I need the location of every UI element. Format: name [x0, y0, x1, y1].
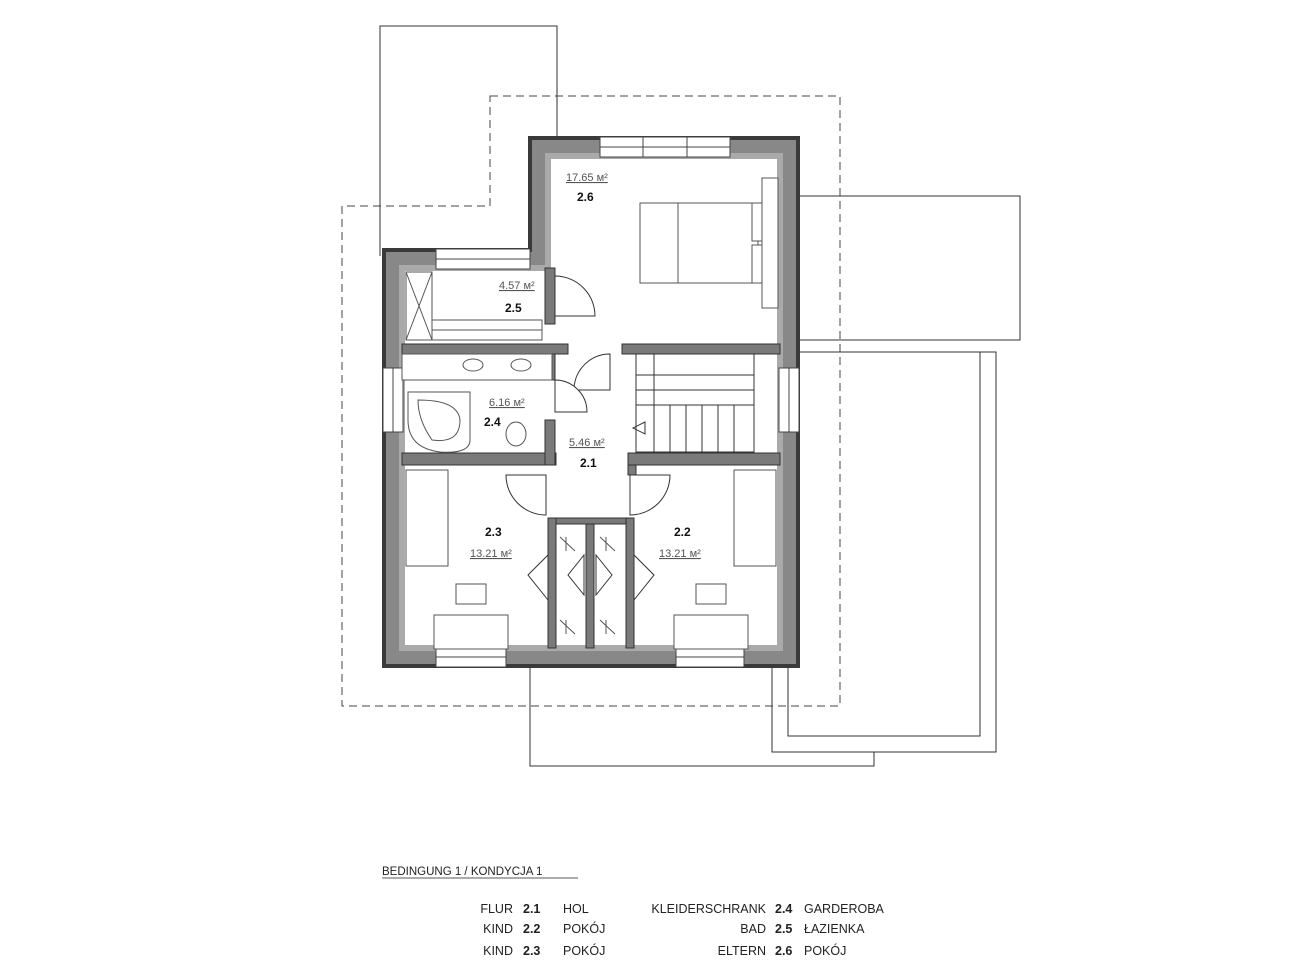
roof-outline [341, 95, 841, 707]
room-2-2-area: 13.21 м² [659, 548, 701, 560]
legend-left-num-3: 2.3 [523, 944, 540, 958]
legend-right: KLEIDERSCHRANK 2.4 GARDEROBA BAD 2.5 ŁAZ… [651, 902, 884, 958]
interior-walls [401, 267, 781, 649]
overlay-lines [379, 25, 1021, 767]
room-2-6-number: 2.6 [577, 190, 594, 204]
legend-left-de-1: FLUR [480, 902, 513, 916]
room-2-5-area: 4.57 м² [499, 280, 535, 292]
furniture [401, 177, 779, 650]
legend-left-pl-3: POKÓJ [563, 943, 605, 958]
room-2-4-number: 2.4 [484, 415, 501, 429]
room-2-1-area: 5.46 м² [569, 437, 605, 449]
staircase [631, 353, 755, 453]
room-2-3-area: 13.21 м² [470, 548, 512, 560]
legend-left-de-2: KIND [483, 922, 513, 936]
legend-right-de-2: BAD [740, 922, 766, 936]
doors [505, 275, 671, 602]
legend-left-pl-2: POKÓJ [563, 921, 605, 936]
room-2-3-number: 2.3 [485, 525, 502, 539]
legend-right-num-3: 2.6 [775, 944, 792, 958]
legend-right-pl-3: POKÓJ [804, 943, 846, 958]
legend-right-de-1: KLEIDERSCHRANK [651, 902, 766, 916]
legend-left-num-1: 2.1 [523, 902, 540, 916]
legend-right-num-1: 2.4 [775, 902, 792, 916]
room-2-4-area: 6.16 м² [489, 397, 525, 409]
room-2-1-number: 2.1 [580, 456, 597, 470]
legend-right-pl-1: GARDEROBA [804, 902, 885, 916]
room-2-5-number: 2.5 [505, 301, 522, 315]
legend-left-de-3: KIND [483, 944, 513, 958]
windows [382, 136, 800, 668]
legend-right-pl-2: ŁAZIENKA [804, 922, 865, 936]
room-2-6-area: 17.65 м² [566, 172, 608, 184]
legend-left-num-2: 2.2 [523, 922, 540, 936]
legend-left-pl-1: HOL [563, 902, 589, 916]
legend-left: FLUR 2.1 HOL KIND 2.2 POKÓJ KIND 2.3 POK… [480, 902, 605, 958]
room-2-2-number: 2.2 [674, 525, 691, 539]
legend-right-num-2: 2.5 [775, 922, 792, 936]
legend-title: BEDINGUNG 1 / KONDYCJA 1 [382, 866, 542, 878]
legend-right-de-3: ELTERN [718, 944, 766, 958]
